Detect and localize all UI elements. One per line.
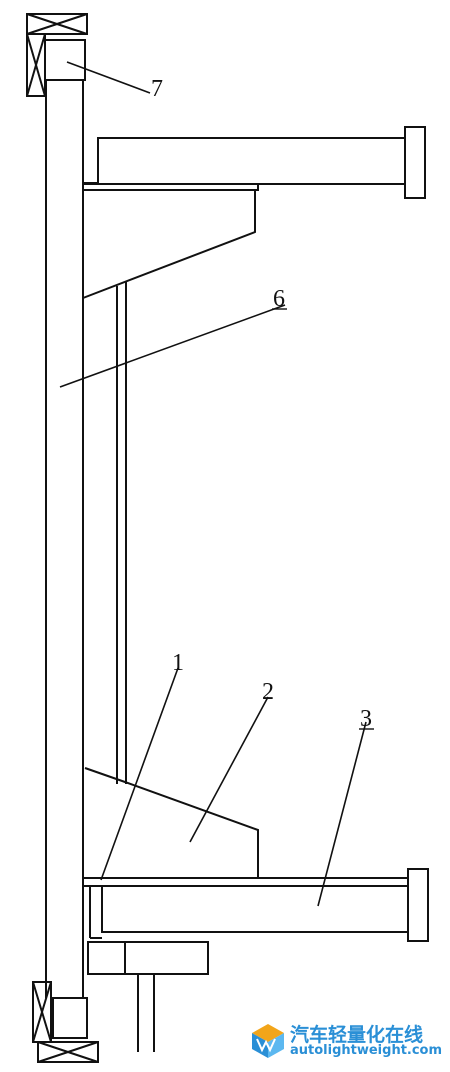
leader-2 xyxy=(189,696,269,843)
top-clamp xyxy=(26,13,88,97)
leader-6 xyxy=(59,304,286,388)
label-6: 6 xyxy=(273,286,285,312)
watermark-chinese-text: 汽车轻量化在线 xyxy=(290,1024,424,1046)
upper-arm xyxy=(82,126,426,199)
watermark: 汽车轻量化在线 autolightweight.com xyxy=(248,1018,448,1064)
leader-7 xyxy=(66,61,151,94)
leader-lines xyxy=(59,61,367,907)
watermark-site-text: autolightweight.com xyxy=(290,1043,443,1058)
lower-gusset xyxy=(84,767,259,878)
bottom-clamp xyxy=(32,981,99,1063)
label-1: 1 xyxy=(172,650,184,676)
bottom-bracket xyxy=(87,941,209,1052)
base-plate xyxy=(82,877,409,887)
leader-3 xyxy=(317,721,367,907)
label-3: 3 xyxy=(360,706,372,732)
inner-rod xyxy=(116,282,127,784)
label-2: 2 xyxy=(262,679,274,705)
lower-arm xyxy=(89,868,429,942)
label-7: 7 xyxy=(151,76,163,102)
vertical-column xyxy=(45,80,84,998)
leader-1 xyxy=(100,667,179,881)
upper-gusset xyxy=(82,189,256,299)
watermark-logo-icon xyxy=(252,1024,284,1058)
